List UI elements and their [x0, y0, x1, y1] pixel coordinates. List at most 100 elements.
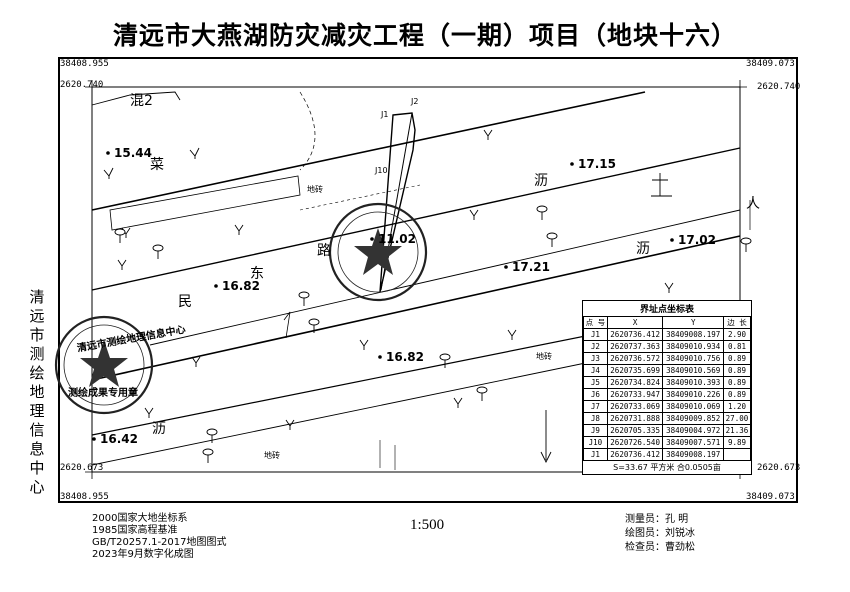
- label-li-1: 沥: [534, 173, 548, 189]
- label-dong: 东: [250, 266, 264, 282]
- edge-length-cell: 0.81: [722, 340, 752, 353]
- table-cell: 2620705.335: [606, 424, 664, 437]
- corner-left-top-y: 2620.740: [60, 80, 104, 90]
- table-cell: 2620736.572: [606, 352, 664, 365]
- elevation-label: 16.42: [100, 432, 138, 446]
- edge-length-cell: 0.89: [722, 388, 752, 401]
- table-cell: 38409010.226: [662, 388, 724, 401]
- elevation-label: 16.82: [222, 279, 260, 293]
- coordinate-system: 2000国家大地坐标系: [92, 513, 188, 524]
- label-lu: 路: [317, 243, 331, 259]
- table-cell: J7: [583, 400, 608, 413]
- elevation-label: 17.02: [678, 233, 716, 247]
- edge-length-cell: 1.20: [722, 400, 752, 413]
- road-edge-3: [149, 209, 741, 346]
- drafter-name: 刘锐冰: [665, 528, 695, 539]
- corner-bottom-right-x: 38409.073: [746, 492, 795, 502]
- table-cell: 2620726.540: [606, 436, 664, 449]
- checker-label: 检查员：: [625, 542, 665, 553]
- inner-neat-line: [91, 86, 741, 473]
- table-header: 边 长: [722, 316, 752, 329]
- table-cell: 38409010.569: [662, 364, 724, 377]
- table-cell: 38409009.852: [662, 412, 724, 425]
- label-li-2: 沥: [636, 241, 650, 257]
- area-summary: S=33.67 平方米 合0.0505亩: [613, 463, 721, 472]
- footer-info: 2000国家大地坐标系 1985国家高程基准 GB/T20257.1-2017地…: [92, 513, 227, 561]
- table-header: 点 号: [583, 316, 608, 329]
- table-cell: J4: [583, 364, 608, 377]
- road-edge-1: [91, 91, 646, 211]
- table-cell: 38409008.197: [662, 328, 724, 341]
- corner-left-bottom-y: 2620.673: [60, 463, 104, 473]
- lamp-icon: [114, 228, 126, 243]
- coordinate-table-caption: 界址点坐标表: [639, 305, 694, 315]
- table-cell: 38409008.197: [662, 448, 724, 461]
- elevation-label: 17.21: [512, 260, 550, 274]
- staff-info: 测量员：孔 明 绘图员：刘锐冰 检查员：曹劲松: [625, 513, 695, 555]
- label-cai: 菜: [150, 157, 164, 173]
- label-dizhuan-3: 地砖: [264, 451, 280, 460]
- table-cell: 2620737.363: [606, 340, 664, 353]
- table-cell: 2620736.412: [606, 448, 664, 461]
- road-edge-4: [91, 235, 741, 381]
- corner-right-top-y: 2620.740: [757, 82, 801, 92]
- edge-length-cell: 0.89: [722, 376, 752, 389]
- table-cell: J8: [583, 412, 608, 425]
- table-cell: 38409010.934: [662, 340, 724, 353]
- table-cell: 2620733.069: [606, 400, 664, 413]
- table-cell: J1: [583, 328, 608, 341]
- checker-name: 曹劲松: [665, 542, 695, 553]
- table-cell: J6: [583, 388, 608, 401]
- road-edge-6: [91, 359, 601, 466]
- edge-length-cell: 2.90: [722, 328, 752, 341]
- seal-stamp-left: [54, 315, 154, 415]
- corner-right-bottom-y: 2620.673: [757, 463, 801, 473]
- label-min: 民: [178, 294, 192, 310]
- corner-top-left-x: 38408.955: [60, 59, 109, 69]
- page-title: 清远市大燕湖防灾减灾工程（一期）项目（地块十六）: [112, 21, 737, 50]
- table-cell: 38409007.571: [662, 436, 724, 449]
- table-cell: 2620735.699: [606, 364, 664, 377]
- table-cell: J3: [583, 352, 608, 365]
- edge-length-cell: [722, 448, 752, 461]
- table-cell: J1: [583, 448, 608, 461]
- table-cell: J2: [583, 340, 608, 353]
- table-cell: 2620736.412: [606, 328, 664, 341]
- map-standard: GB/T20257.1-2017地图图式: [92, 537, 227, 548]
- height-datum: 1985国家高程基准: [92, 525, 178, 536]
- table-header: X: [606, 316, 664, 329]
- table-cell: 38409004.972: [662, 424, 724, 437]
- sidebar-org-name: 清远市测绘地理信息中心: [29, 288, 45, 496]
- elevation-label: 16.82: [386, 350, 424, 364]
- corner-bottom-left-x: 38408.955: [60, 492, 109, 502]
- elevation-label: 17.15: [578, 157, 616, 171]
- edge-length-cell: 0.89: [722, 364, 752, 377]
- seal-stamp-center: [328, 202, 428, 302]
- label-point-j10: J10: [375, 166, 388, 175]
- table-cell: J10: [583, 436, 608, 449]
- label-ren: 人: [746, 196, 760, 212]
- map-scale: 1:500: [410, 517, 445, 533]
- table-cell: 38409010.393: [662, 376, 724, 389]
- table-cell: 38409010.069: [662, 400, 724, 413]
- surveyor-name: 孔 明: [665, 514, 689, 525]
- seal-text-bottom: 测绘成果专用章: [68, 388, 138, 399]
- label-hun2: 混2: [130, 93, 153, 109]
- label-point-j2: J2: [411, 97, 419, 106]
- road-edge-2: [91, 147, 741, 291]
- map-frame: [58, 57, 798, 503]
- table-cell: 2620734.824: [606, 376, 664, 389]
- elevation-label: 15.44: [114, 146, 152, 160]
- table-cell: J9: [583, 424, 608, 437]
